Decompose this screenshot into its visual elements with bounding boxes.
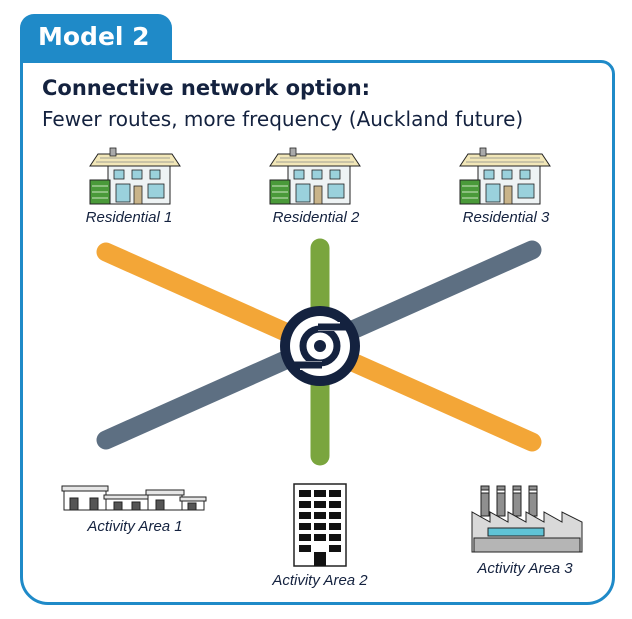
node-label-activity-area-2: Activity Area 2 [272,572,368,589]
house-icon [269,147,361,205]
factory-icon [471,485,583,553]
model-tab [20,14,172,64]
shops-icon [61,485,207,511]
model-tab-label: Model 2 [38,22,150,51]
office-building-icon [293,483,347,567]
diagram-subheading: Fewer routes, more frequency (Auckland f… [42,107,524,131]
transit-hub-icon [280,306,360,386]
diagram-heading: Connective network option: [42,76,371,100]
house-icon [459,147,551,205]
node-label-activity-area-3: Activity Area 3 [477,560,573,577]
node-label-residential-3: Residential 3 [462,209,550,226]
node-label-residential-2: Residential 2 [272,209,360,226]
node-label-residential-1: Residential 1 [85,209,173,226]
house-icon [89,147,181,205]
node-label-activity-area-1: Activity Area 1 [87,518,183,535]
